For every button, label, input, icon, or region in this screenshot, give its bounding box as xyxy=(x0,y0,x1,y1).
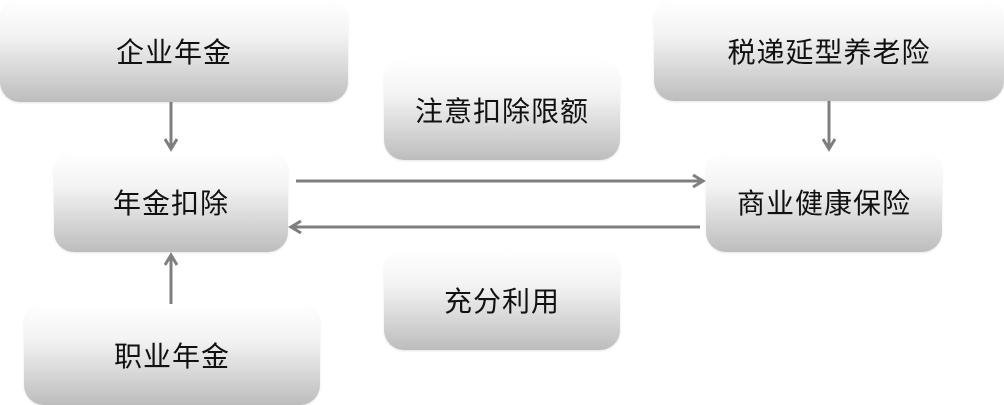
occupational-annuity-label: 职业年金 xyxy=(113,339,230,373)
commercial-health-insurance-box: 商业健康保险 xyxy=(706,152,942,252)
occupational-annuity-box: 职业年金 xyxy=(24,304,320,405)
annuity-deduction-label: 年金扣除 xyxy=(112,187,229,220)
full-use-note-box: 充分利用 xyxy=(384,250,620,350)
full-use-note-label: 充分利用 xyxy=(443,285,560,318)
enterprise-annuity-label: 企业年金 xyxy=(115,36,232,69)
annuity-deduction-box: 年金扣除 xyxy=(54,152,288,252)
commercial-health-insurance-label: 商业健康保险 xyxy=(736,187,911,220)
deduction-limit-note-label: 注意扣除限额 xyxy=(414,95,589,128)
deduction-limit-note-box: 注意扣除限额 xyxy=(384,60,620,160)
tax-deferred-pension-box: 税递延型养老险 xyxy=(654,0,1004,101)
enterprise-annuity-box: 企业年金 xyxy=(0,0,348,102)
tax-deferred-pension-label: 税递延型养老险 xyxy=(727,35,931,69)
